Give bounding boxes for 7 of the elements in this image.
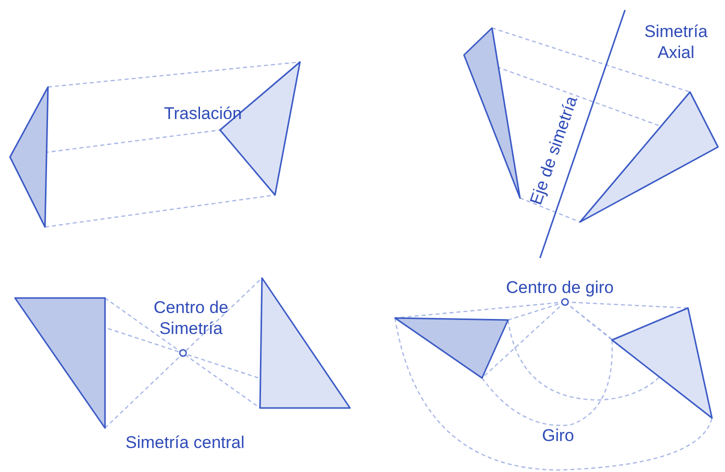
label: Giro <box>542 424 574 446</box>
label: Traslación <box>164 102 242 124</box>
label: Centro de Simetría <box>152 297 230 339</box>
label: Centro de giro <box>506 276 614 298</box>
label: Simetría central <box>126 432 245 452</box>
label: Simetría Axial <box>643 21 709 63</box>
axis-label: Eje de simetría <box>524 92 582 208</box>
